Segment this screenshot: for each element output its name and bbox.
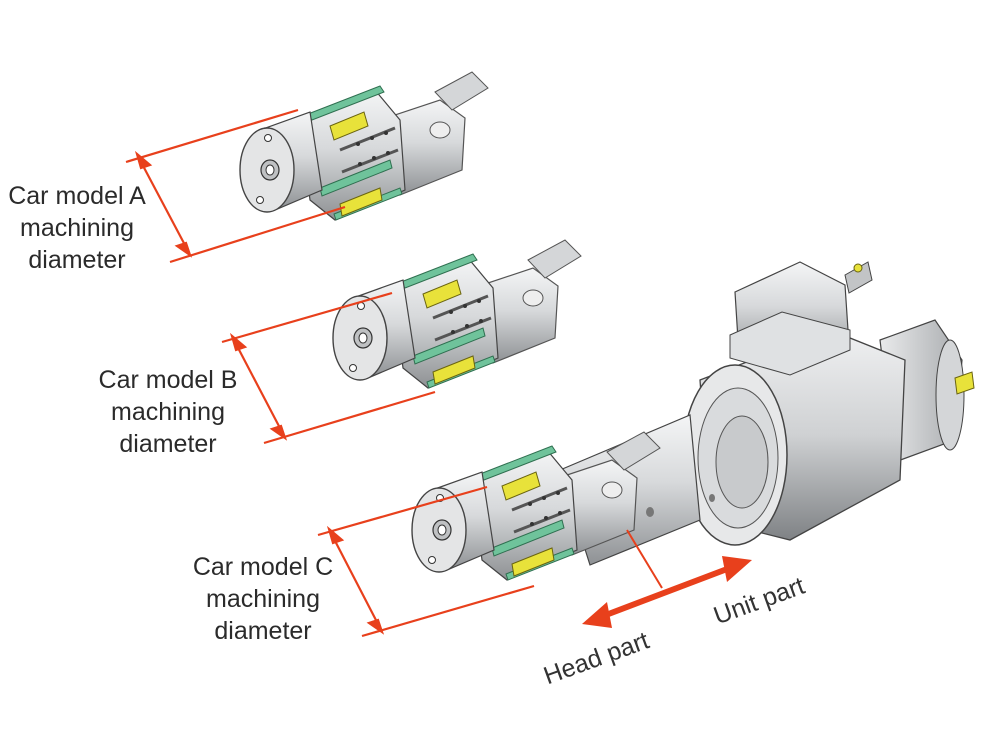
label-model-c: Car model C machining diameter (192, 553, 334, 645)
head-unit-arrow (582, 529, 752, 628)
dimension-b (221, 291, 436, 445)
tool-head-c (410, 430, 662, 582)
tool-head-b (331, 238, 583, 390)
dimension-c (317, 485, 535, 638)
label-model-b: Car model B machining diameter (98, 366, 238, 458)
dimension-a (125, 108, 346, 264)
tool-head-a (238, 70, 490, 222)
label-model-a: Car model A machining diameter (8, 182, 146, 274)
